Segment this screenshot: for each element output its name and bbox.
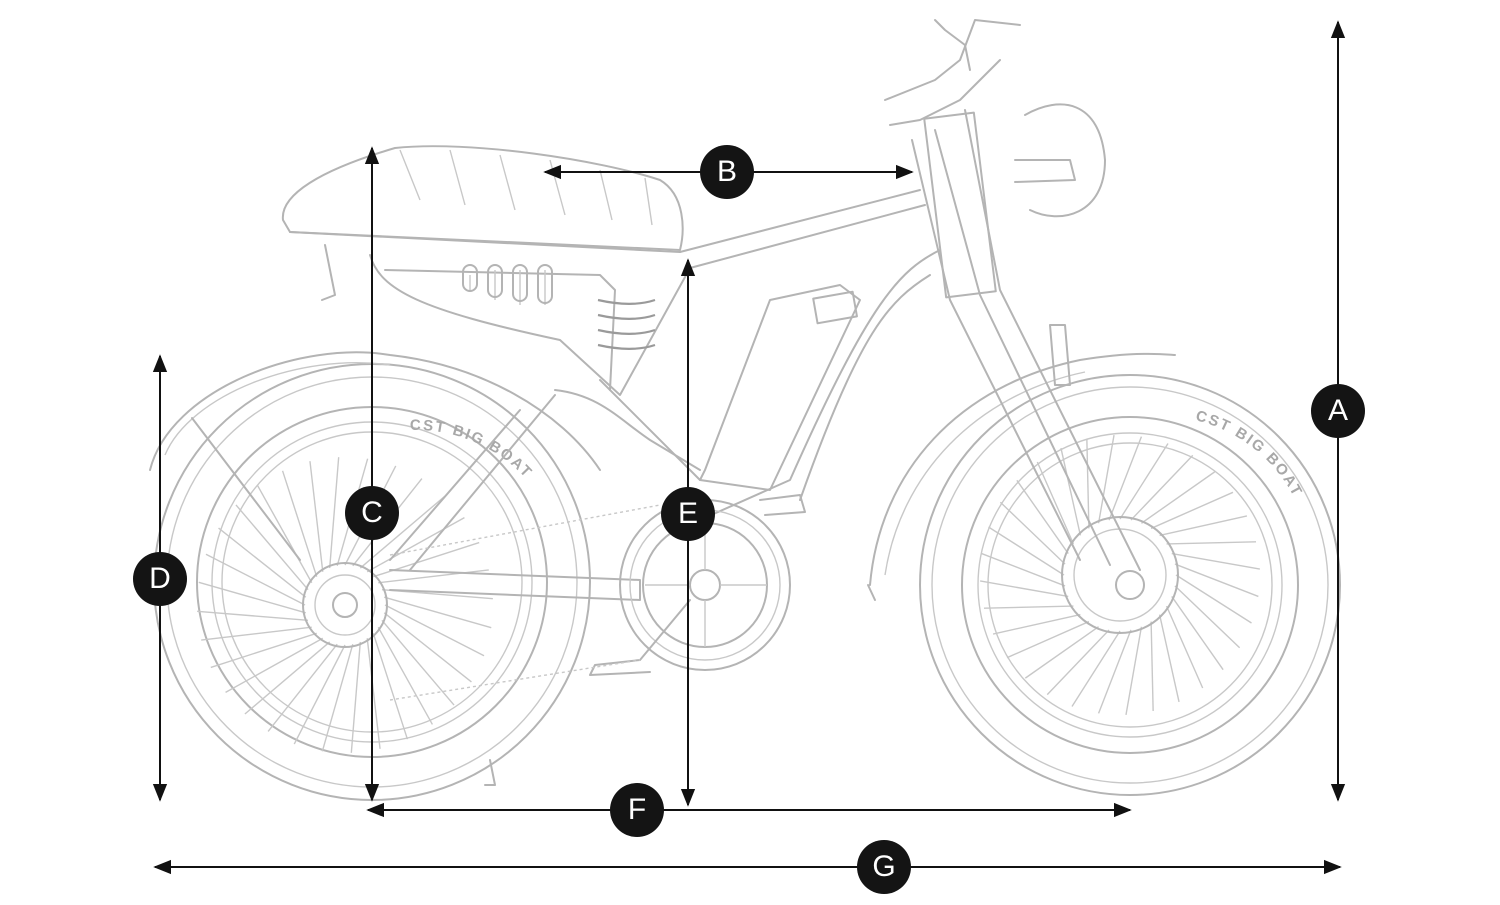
spoke [218,527,307,598]
spoke [1046,629,1110,696]
spoke [1119,443,1169,520]
spoke [983,605,1074,609]
spoke [980,580,1069,598]
rear-tire-print: CST BIG BOAT [410,417,536,482]
spoke [205,553,306,606]
spoke [383,612,472,683]
spoke [1006,620,1090,659]
spoke [1086,438,1090,529]
spoke [267,643,338,732]
spoke [1036,461,1075,545]
label-g: G [857,840,911,894]
spoke [378,569,489,584]
fork-and-handlebar [884,19,1141,571]
spoke [384,596,492,629]
spoke [235,504,309,591]
spoke [377,626,434,725]
spoke [244,641,331,715]
spoke [1150,491,1234,530]
spoke [1158,614,1180,703]
spoke [1097,435,1115,524]
spoke [1125,626,1143,715]
label-b: B [700,145,754,199]
seat [281,145,684,301]
spoke [293,644,346,745]
spoke [198,581,306,614]
spoke [1071,630,1121,707]
spoke [1166,541,1257,545]
spoke [1097,629,1132,714]
spoke [210,632,317,669]
spoke [1150,621,1154,712]
dimension-lines [152,20,1346,875]
spoke [197,610,309,622]
spoke [381,619,455,706]
spoke [1175,574,1252,624]
spoke [309,461,324,572]
spoke [1024,626,1099,679]
spoke [1141,471,1216,524]
spoke [366,516,465,573]
label-a: A [1311,384,1365,438]
spoke [981,552,1066,587]
spoke [1108,436,1143,521]
spoke [1171,596,1224,671]
spoke [281,470,318,577]
spoke [1174,585,1241,649]
spoke [384,604,485,657]
spoke [1171,552,1260,570]
spoke [1060,447,1082,536]
spoke [1165,605,1204,689]
spoke [225,637,324,694]
spoke [1016,479,1069,554]
label-f: F [610,783,664,837]
spoke [992,613,1081,635]
front-tire-print: CST BIG BOAT [1194,407,1306,500]
label-c: C [345,486,399,540]
spoke [201,626,312,641]
label-e: E [661,487,715,541]
spoke [988,526,1065,576]
frame [369,189,941,786]
front-wheel: CST BIG BOAT [919,374,1341,796]
spoke [999,501,1066,565]
label-d: D [133,552,187,606]
spoke [350,641,362,753]
spoke [1130,454,1194,521]
spoke [1174,563,1259,598]
spoke [256,485,313,584]
spoke [321,644,354,752]
spoke [328,457,340,569]
spoke [1159,515,1248,537]
